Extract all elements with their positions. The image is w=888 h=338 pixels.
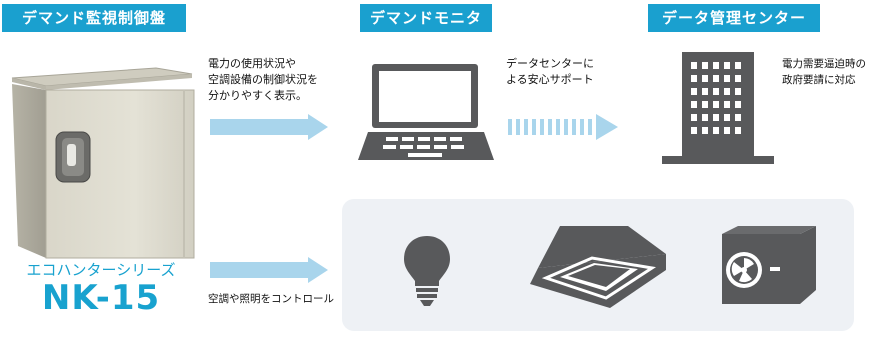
- control-cabinet-icon: [11, 67, 195, 259]
- ceiling-air-conditioner-icon: [530, 226, 666, 308]
- description-monitor-to-center: データセンターに よる安心サポート: [506, 57, 594, 86]
- tag-data-center: データ管理センター: [648, 4, 820, 32]
- tag-demand-monitor: デマンドモニタ: [360, 4, 492, 32]
- laptop-icon: [358, 64, 494, 160]
- building-icon: [662, 52, 774, 164]
- outdoor-ac-unit-icon: [722, 226, 816, 304]
- light-bulb-icon: [404, 236, 450, 306]
- arrow-right-icon: [210, 114, 328, 140]
- description-data-center: 電力需要逼迫時の 政府要請に対応: [782, 58, 866, 86]
- product-model: NK-15: [41, 278, 161, 318]
- product-series: エコハンターシリーズ: [26, 261, 176, 279]
- tag-demand-panel: デマンド監視制御盤: [2, 4, 186, 32]
- description-control: 空調や照明をコントロール: [208, 293, 334, 305]
- description-panel-to-monitor: 電力の使用状況や 空調設備の制御状況を 分かりやすく表示。: [208, 57, 318, 102]
- dashed-arrow-right-icon: [508, 114, 618, 140]
- arrow-right-icon: [210, 257, 328, 283]
